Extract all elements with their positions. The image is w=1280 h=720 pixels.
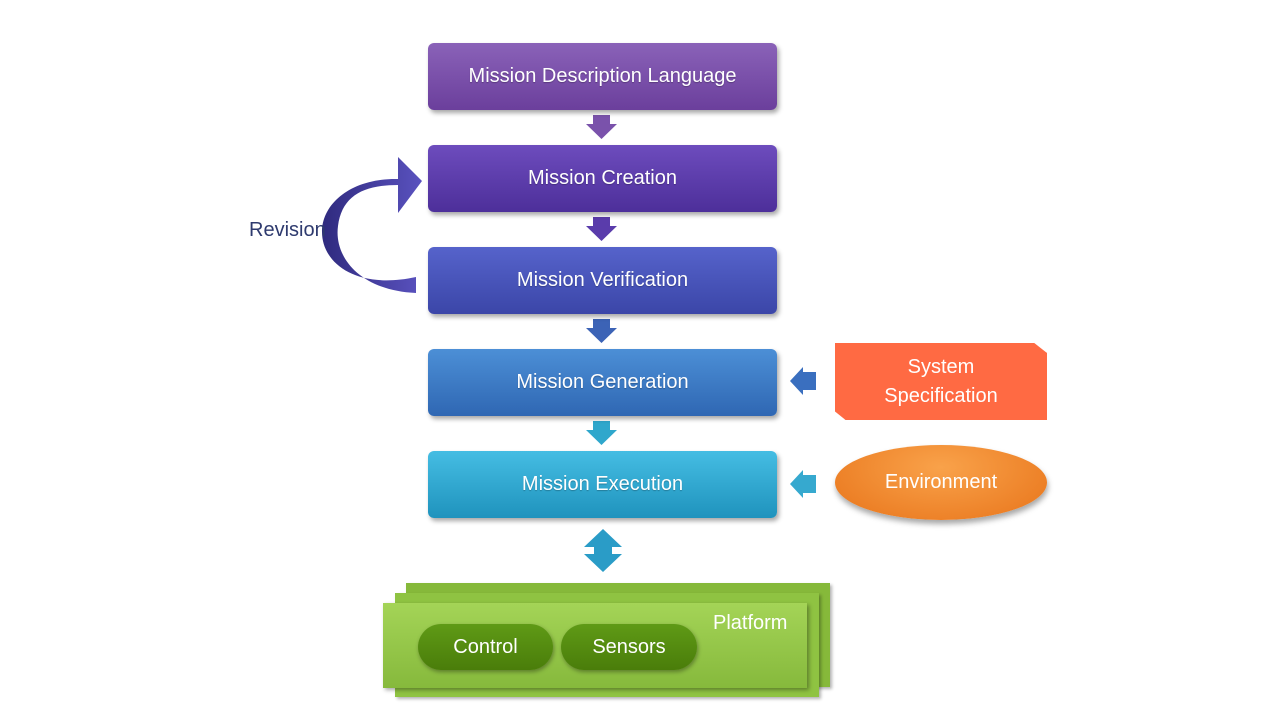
system-specification-box: System Specification: [835, 343, 1047, 420]
step-label: Mission Verification: [516, 269, 689, 291]
environment-ellipse: Environment: [835, 445, 1047, 520]
control-label: Control: [453, 635, 518, 658]
step-mission-generation: Mission Generation: [428, 349, 777, 416]
control-pill: Control: [418, 624, 553, 670]
sensors-label: Sensors: [592, 635, 666, 658]
left-arrow-icon: [790, 470, 816, 498]
step-label: Mission Description Language: [468, 65, 737, 87]
system-specification-line2: Specification: [884, 384, 998, 407]
down-arrow-icon: [586, 115, 617, 139]
down-arrow-icon: [586, 217, 617, 241]
down-arrow-icon: [586, 421, 617, 445]
step-label: Mission Creation: [528, 167, 677, 189]
revision-label: Revision: [249, 219, 326, 241]
down-arrow-icon: [586, 319, 617, 343]
left-arrow-icon: [790, 367, 816, 395]
step-mission-creation: Mission Creation: [428, 145, 777, 212]
step-mission-verification: Mission Verification: [428, 247, 777, 314]
step-label: Mission Execution: [521, 473, 684, 495]
revision-arrow: [322, 157, 422, 293]
step-mission-description-language: Mission Description Language: [428, 43, 777, 110]
sensors-pill: Sensors: [561, 624, 697, 670]
step-label: Mission Generation: [516, 371, 689, 393]
step-mission-execution: Mission Execution: [428, 451, 777, 518]
system-specification-line1: System: [907, 355, 975, 378]
environment-label: Environment: [884, 471, 998, 493]
bidirectional-arrow-icon: [584, 529, 622, 572]
platform-label: Platform: [713, 612, 788, 634]
